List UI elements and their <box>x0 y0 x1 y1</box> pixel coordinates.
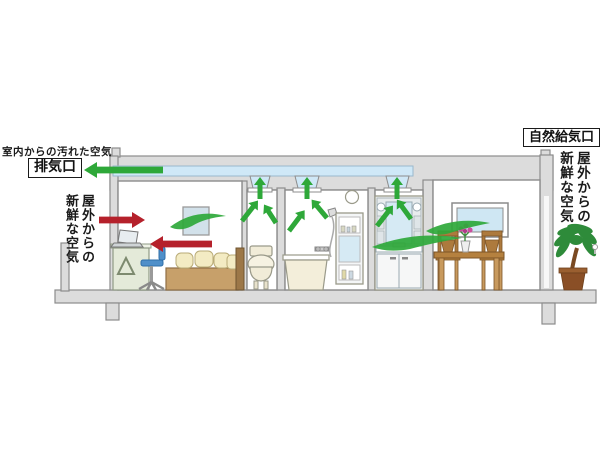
label-natural-supply-outlet: 自然給気口 <box>523 128 600 147</box>
label-dirty-air: 室内からの汚れた空気 <box>2 147 112 158</box>
floor-slab <box>54 289 597 325</box>
label-exhaust-outlet: 排気口 <box>28 158 82 179</box>
label-fresh-air-left: 屋外からの 新鮮な空気 <box>64 194 95 264</box>
wall-vent-cap-icon <box>592 244 598 254</box>
fresh-air-arrow-bedroom <box>150 236 212 252</box>
palm-plant <box>554 223 597 291</box>
bathtub <box>282 254 330 291</box>
balcony-railing <box>60 242 70 292</box>
shower-fixture <box>314 207 338 258</box>
supply-vent-wall-slot <box>544 196 549 288</box>
airflow-swoosh-washroom <box>372 235 462 251</box>
fresh-air-arrow-inlet <box>99 212 145 228</box>
bathroom-shelf <box>335 212 364 285</box>
bathroom-fan-icon <box>344 189 360 205</box>
vent-arrows-toilet <box>240 177 279 225</box>
vent-arrows-bathroom <box>287 177 329 233</box>
support-column-right <box>541 302 556 325</box>
airflow-swoosh-dining <box>426 220 490 235</box>
vent-arrows-washroom <box>375 177 414 228</box>
dining-table <box>433 251 505 291</box>
bed <box>165 247 245 291</box>
laptop <box>110 229 144 248</box>
toilet <box>247 245 275 290</box>
support-column-left <box>105 302 120 321</box>
walls <box>109 154 554 291</box>
label-fresh-air-right: 屋外からの 新鮮な空気 <box>558 151 590 224</box>
airflow-swoosh-bedroom <box>170 213 226 230</box>
desk <box>110 243 152 291</box>
exhaust-air-arrow-main <box>84 162 163 178</box>
